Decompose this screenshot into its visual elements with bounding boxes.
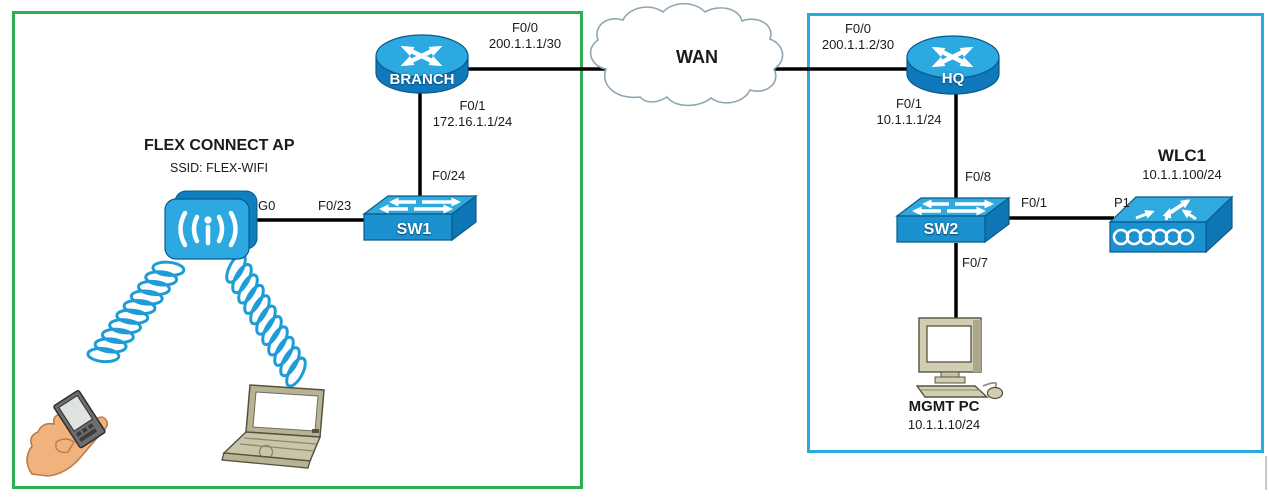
handheld-device (53, 390, 106, 449)
wlc1-icon (1108, 195, 1234, 254)
ip-label: 172.16.1.1/24 (432, 114, 513, 129)
ip-label: 200.1.1.1/30 (488, 36, 562, 51)
sw2-switch-icon (895, 196, 1011, 244)
wireless-signal-left (80, 246, 192, 378)
ap-port-label: G0 (258, 198, 276, 213)
branch-router-name: BRANCH (389, 71, 455, 88)
sw1-ap-port-label: F0/23 (318, 198, 352, 213)
wan-cloud (589, 2, 784, 107)
port-label: F0/0 (844, 21, 871, 36)
port-label: F0/1 (895, 96, 922, 111)
hq-wan-interface-label: F0/0 200.1.1.2/30 (808, 21, 908, 53)
sw2-pc-port-label: F0/7 (962, 255, 989, 270)
hq-router-icon (906, 35, 1000, 95)
sw1-switch-icon (362, 194, 478, 242)
branch-router-icon (375, 34, 469, 94)
wireless-signal-right (213, 246, 319, 394)
wlc-port-label: P1 (1114, 195, 1130, 210)
sw1-uplink-port-label: F0/24 (432, 168, 466, 183)
port-label: F0/0 (511, 20, 538, 35)
hq-zone-border (807, 13, 1264, 453)
wlc-coil-glyph (1112, 228, 1195, 246)
wlc1-ip: 10.1.1.100/24 (1142, 167, 1222, 182)
scrollbar-sliver (1265, 456, 1267, 490)
sw1-name: SW1 (396, 221, 432, 238)
laptop-client-icon (221, 384, 325, 469)
mgmt-pc-name: MGMT PC (908, 398, 980, 415)
sw2-uplink-port-label: F0/8 (965, 169, 992, 184)
wlc-arrows (1135, 199, 1197, 221)
wlc1-name: WLC1 (1157, 146, 1207, 165)
sw2-name: SW2 (923, 221, 959, 238)
flex-ap-icon (164, 190, 258, 260)
mgmt-pc-label-block: MGMT PC 10.1.1.10/24 (889, 398, 999, 433)
wan-label: WAN (676, 47, 718, 67)
branch-zone-border (12, 11, 583, 489)
ip-label: 10.1.1.1/24 (876, 112, 942, 127)
ip-label: 200.1.1.2/30 (821, 37, 895, 52)
flex-ap-ssid: SSID: FLEX-WIFI (170, 161, 268, 175)
port-label: F0/1 (459, 98, 486, 113)
wlc1-label-block: WLC1 10.1.1.100/24 (1122, 146, 1242, 183)
mgmt-pc-ip: 10.1.1.10/24 (907, 417, 981, 432)
hq-lan-interface-label: F0/1 10.1.1.1/24 (859, 96, 959, 128)
link-lines (256, 67, 1114, 326)
branch-lan-interface-label: F0/1 172.16.1.1/24 (425, 98, 520, 130)
mgmt-pc-icon (915, 317, 1004, 400)
flex-ap-title: FLEX CONNECT AP (144, 137, 295, 154)
branch-wan-interface-label: F0/0 200.1.1.1/30 (470, 20, 580, 52)
hq-router-name: HQ (941, 70, 965, 87)
sw2-wlc-port-label: F0/1 (1021, 195, 1048, 210)
phone-client-icon (26, 390, 109, 477)
mouse-icon (986, 386, 1004, 400)
antenna-glyph (178, 210, 238, 248)
